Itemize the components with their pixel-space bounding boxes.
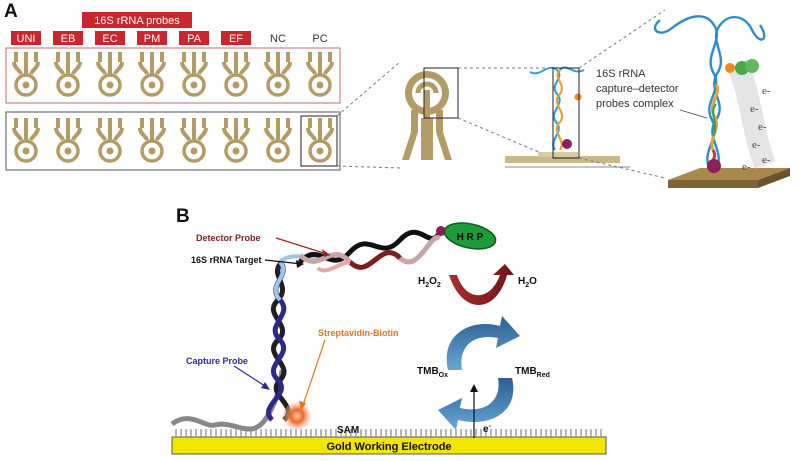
electrode-r2-c6 [222,118,250,163]
enlarged-electrode [402,71,452,160]
electrode-r1-c3 [96,52,124,97]
electrode-r2-c2 [54,118,82,163]
target-label: 16S rRNA Target [191,255,262,265]
electrode-r2-c7 [264,118,292,163]
sam-label: SAM [337,425,359,436]
probe-tag-pm: PM [137,31,167,45]
zoom-line-bottom [336,165,401,169]
probe-tag-ef: EF [221,31,251,45]
zoom-line-3-bottom [578,157,666,179]
detector-probe-label: Detector Probe [196,233,261,243]
electrode-zoom-box [423,67,459,119]
sam-layer [175,429,602,437]
complex-callout: 16S rRNA capture–detector probes complex [596,68,708,119]
detector-helix [298,229,443,273]
hrp-enzyme: H R P [436,222,497,250]
probe-tag-label: EF [229,33,243,45]
pc-highlight-box [300,115,338,167]
electrode-r1-c1 [12,52,40,97]
h2o2-label: H2O2 [418,276,441,289]
electrode-r1-c4 [138,52,166,97]
electrode-r1-c5 [180,52,208,97]
electron-label-a: e- [762,85,771,97]
complex-zoom-box [552,67,580,159]
panel-a-letter: A [4,1,18,22]
h2o-label: H2O [518,276,537,289]
electrode-label: Gold Working Electrode [326,441,451,453]
tmb-redox-cycle: TMBOx TMBRed e- [417,316,550,438]
detector-probe-callout: Detector Probe [196,233,331,257]
tmb-red-label: TMBRed [515,366,550,379]
electrode-r2-c1 [12,118,40,163]
streptavidin-biotin-bead [283,402,311,430]
surface-complex-small [505,66,630,168]
streptavidin-callout: Streptavidin-Biotin [299,328,399,411]
probe-tag-eb: EB [53,31,83,45]
zoom-line-top [336,61,401,117]
svg-text:probes complex: probes complex [596,98,674,110]
hrp-label: H R P [457,232,484,243]
probes-header-label: 16S rRNA probes [94,15,180,27]
probe-tags: UNI EB EC PM PA EF [11,31,251,45]
probe-tag-label: PA [187,33,202,45]
probe-tag-uni: UNI [11,31,41,45]
electron-label-a: e- [742,161,751,173]
gold-working-electrode: Gold Working Electrode [171,436,607,455]
electron-label-a: e- [762,154,771,166]
capture-probe-callout: Capture Probe [186,356,270,390]
electron-label-a: e- [752,139,761,151]
target-strand-tail [170,369,285,432]
tmb-ox-label: TMBOx [417,366,448,379]
electron-label-a: e- [750,103,759,115]
electron-b-label: e- [483,423,492,435]
control-tag-pc: PC [312,33,327,45]
streptavidin-label: Streptavidin-Biotin [318,328,399,338]
electron-labels-a: e-e-e-e-e-e- [742,85,771,173]
electrode-r1-c2 [54,52,82,97]
electrode-r1-c8 [306,52,334,97]
probe-tag-pa: PA [179,31,209,45]
electrode-r1-c6 [222,52,250,97]
electrode-r2-c3 [96,118,124,163]
surface-complex-large [653,15,790,188]
svg-text:capture–detector: capture–detector [596,83,679,95]
probe-tag-label: EB [61,33,76,45]
capture-probe-label: Capture Probe [186,356,248,366]
probe-tag-ec: EC [95,31,125,45]
zoom-line-3-top [578,9,666,69]
probe-tag-label: PM [144,33,161,45]
peroxide-reaction: H2O2 H2O [418,264,537,305]
probe-tag-label: UNI [17,33,36,45]
probes-header: 16S rRNA probes [82,12,192,28]
electrode-r2-c4 [138,118,166,163]
control-tag-nc: NC [270,33,286,45]
probe-tag-label: EC [102,33,117,45]
target-callout: 16S rRNA Target [191,255,304,268]
panel-b-letter: B [176,206,190,227]
electrode-r2-c8 [306,118,334,163]
electrode-r1-c7 [264,52,292,97]
electrode-array-row-1 [5,47,341,104]
electrode-r2-c5 [180,118,208,163]
electrode-array [12,52,334,163]
svg-text:16S rRNA: 16S rRNA [596,68,646,80]
zoom-line-2-bottom [457,117,554,159]
electrode-array-row-2 [5,111,341,171]
electron-label-a: e- [758,121,767,133]
control-tags: NC PC [270,33,328,45]
